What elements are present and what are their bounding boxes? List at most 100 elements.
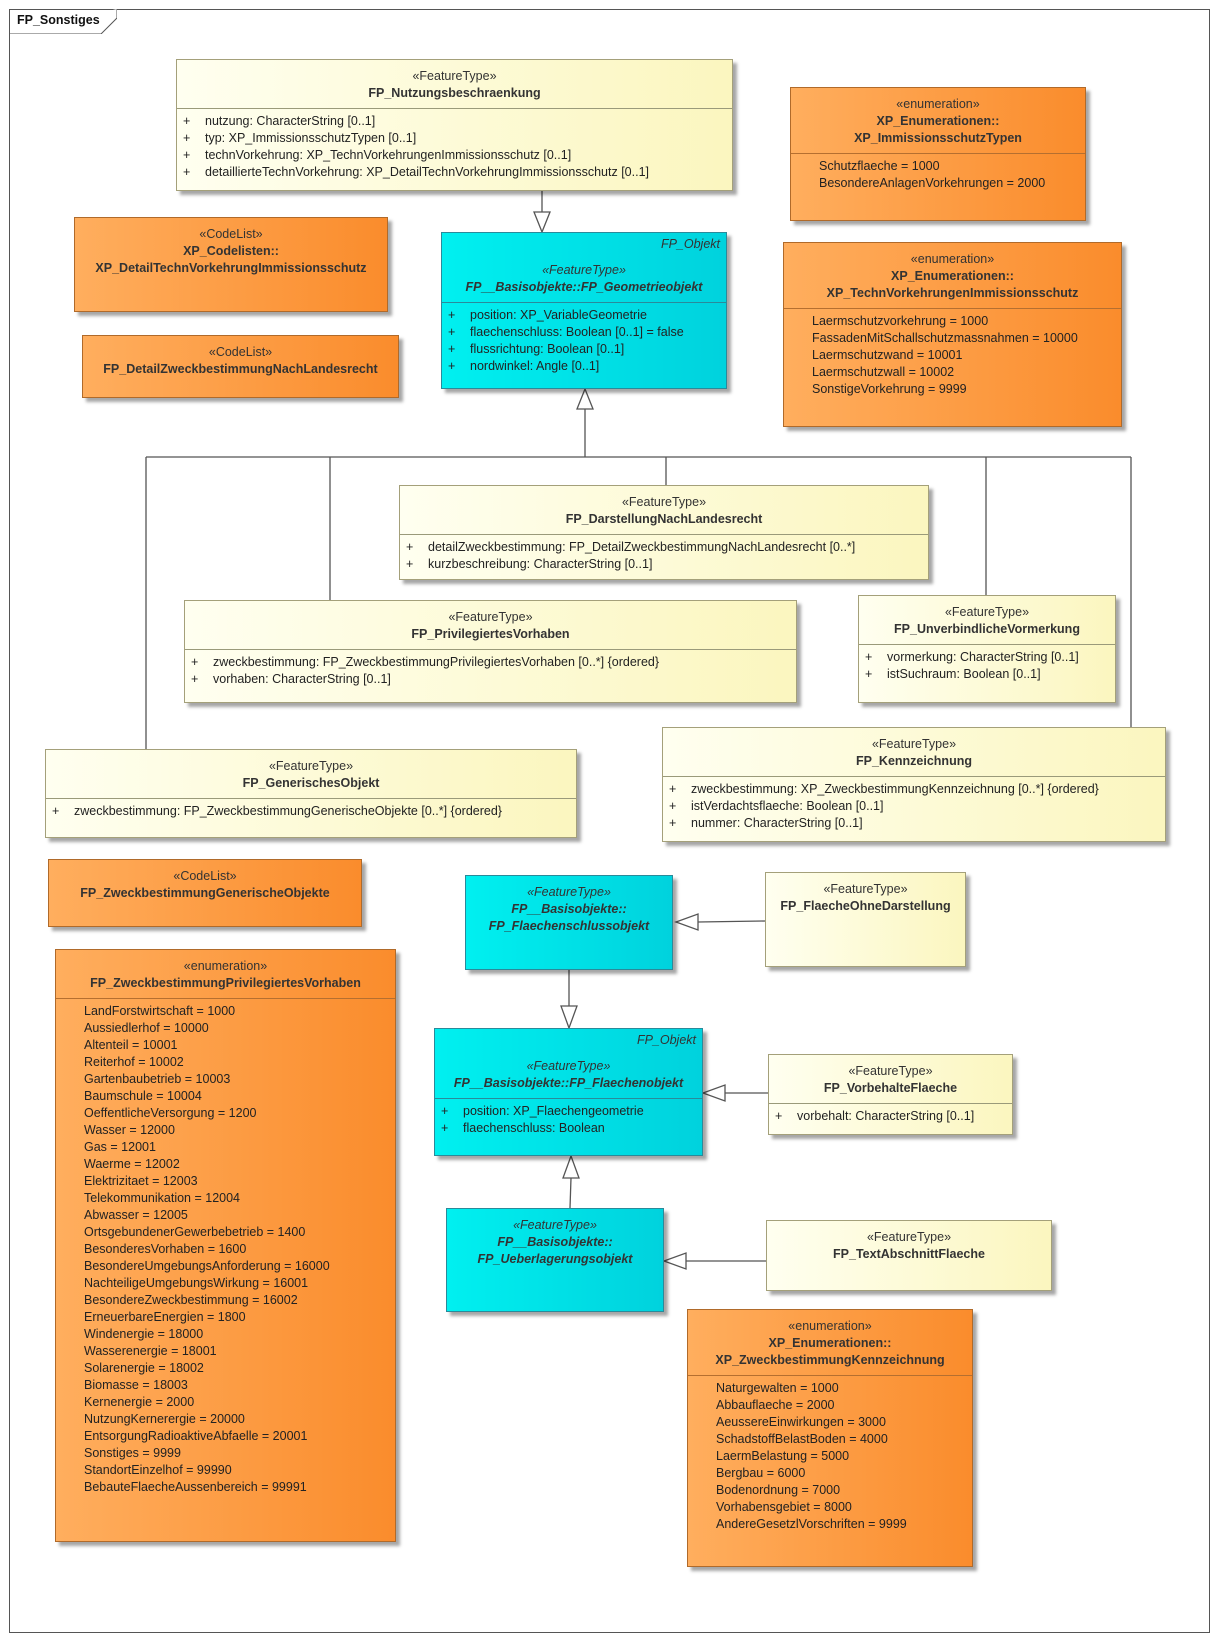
enum-literal: Laermschutzwall = 10002 (812, 365, 955, 379)
enum-literal: Altenteil = 10001 (84, 1038, 178, 1052)
attribute-row: +istVerdachtsflaeche: Boolean [0..1] (669, 799, 884, 813)
attribute-row: +nutzung: CharacterString [0..1] (183, 114, 376, 128)
stereotype-label: «FeatureType» (823, 882, 908, 896)
class-name-line2: XP_ImmissionsschutzTypen (854, 131, 1022, 145)
class-fp-flaechenobjekt[interactable]: FP_Objekt «FeatureType» FP__Basisobjekte… (434, 1028, 703, 1156)
enum-literal: LaermBelastung = 5000 (716, 1449, 850, 1463)
gen-arrow-schluss (560, 1005, 578, 1030)
enum-literal: Vorhabensgebiet = 8000 (716, 1500, 852, 1514)
attribute-row: +istSuchraum: Boolean [0..1] (865, 667, 1041, 681)
attribute-row: +position: XP_Flaechengeometrie (441, 1104, 644, 1118)
enum-literal: Schutzflaeche = 1000 (819, 159, 940, 173)
class-fp-unverbindlichevormerkung[interactable]: «FeatureType» FP_UnverbindlicheVormerkun… (858, 595, 1116, 703)
class-fp-flaecheohnedarstellung[interactable]: «FeatureType» FP_FlaecheOhneDarstellung (765, 872, 966, 967)
gen-arrow-nutzung (533, 211, 551, 234)
class-fp-geometrieobjekt[interactable]: FP_Objekt «FeatureType» FP__Basisobjekte… (441, 232, 727, 389)
class-fp-ueberlagerungsobjekt[interactable]: «FeatureType» FP__Basisobjekte:: FP_Uebe… (446, 1208, 664, 1312)
class-fp-textabschnittflaeche[interactable]: «FeatureType» FP_TextAbschnittFlaeche (766, 1220, 1052, 1291)
stereotype-label: «FeatureType» (871, 737, 957, 751)
attribute-compartment: +detailZweckbestimmung: FP_DetailZweckbe… (400, 535, 928, 573)
codelist-fp-zweckbestimmunggenerischeobjekte[interactable]: «CodeList» FP_ZweckbestimmungGenerischeO… (48, 859, 362, 927)
attribute-row: +detaillierteTechnVorkehrung: XP_DetailT… (183, 165, 649, 179)
gen-line-ueberlagerung (569, 1177, 572, 1209)
enum-literal: Elektrizitaet = 12003 (84, 1174, 198, 1188)
frame-tab: FP_Sonstiges (9, 9, 117, 34)
stereotype-label: «FeatureType» (526, 1059, 611, 1073)
class-fp-kennzeichnung[interactable]: «FeatureType» FP_Kennzeichnung +zweckbes… (662, 727, 1166, 842)
enum-xp-immissionsschutztypen[interactable]: «enumeration» XP_Enumerationen:: XP_Immi… (790, 87, 1086, 221)
literal-compartment: Laermschutzvorkehrung = 1000 FassadenMit… (784, 309, 1121, 398)
attribute-row: +detailZweckbestimmung: FP_DetailZweckbe… (406, 540, 856, 554)
enum-literal: SonstigeVorkehrung = 9999 (812, 382, 967, 396)
enum-xp-zweckbestimmungkennzeichnung[interactable]: «enumeration» XP_Enumerationen:: XP_Zwec… (687, 1309, 973, 1567)
enum-literal: Waerme = 12002 (84, 1157, 180, 1171)
enum-literal: AeussereEinwirkungen = 3000 (716, 1415, 886, 1429)
class-fp-vorbehalteflaeche[interactable]: «FeatureType» FP_VorbehalteFlaeche +vorb… (768, 1054, 1013, 1135)
frame-title: FP_Sonstiges (17, 13, 100, 27)
stereotype-label: «enumeration» (183, 959, 268, 973)
class-name: FP_ZweckbestimmungPrivilegiertesVorhaben (90, 976, 361, 990)
enum-literal: OrtsgebundenerGewerbebetrieb = 1400 (84, 1225, 306, 1239)
attribute-compartment: +vorbehalt: CharacterString [0..1] (769, 1104, 1012, 1125)
parent-note: FP_Objekt (660, 237, 720, 251)
attribute-row: +flussrichtung: Boolean [0..1] (448, 342, 625, 356)
class-fp-privilegiertesvorhaben[interactable]: «FeatureType» FP_PrivilegiertesVorhaben … (184, 600, 797, 703)
enum-literal: Aussiedlerhof = 10000 (84, 1021, 209, 1035)
enum-literal: BesondereZweckbestimmung = 16002 (84, 1293, 298, 1307)
class-name: FP_DarstellungNachLandesrecht (565, 512, 763, 526)
gen-arrow-ueberlagerung (562, 1154, 580, 1179)
attribute-row: +technVorkehrung: XP_TechnVorkehrungenIm… (183, 148, 572, 162)
class-name: FP__Basisobjekte::FP_Flaechenobjekt (453, 1076, 684, 1090)
stereotype-label: «enumeration» (788, 1319, 872, 1333)
enum-literal: NutzungKernerergie = 20000 (84, 1412, 245, 1426)
codelist-xp-detailtechnvorkehrung[interactable]: «CodeList» XP_Codelisten:: XP_DetailTech… (74, 217, 388, 312)
stereotype-label: «CodeList» (173, 869, 237, 883)
attribute-compartment: +zweckbestimmung: XP_ZweckbestimmungKenn… (663, 777, 1165, 832)
enum-literal: Kernenergie = 2000 (84, 1395, 195, 1409)
enum-literal: Reiterhof = 10002 (84, 1055, 184, 1069)
class-name-line2: XP_TechnVorkehrungenImmissionsschutz (826, 286, 1079, 300)
class-name-line2: XP_ZweckbestimmungKennzeichnung (715, 1353, 945, 1367)
enum-literal: Laermschutzvorkehrung = 1000 (812, 314, 989, 328)
class-fp-nutzungsbeschraenkung[interactable]: «FeatureType» FP_Nutzungsbeschraenkung +… (176, 59, 733, 191)
class-name: FP_ZweckbestimmungGenerischeObjekte (80, 886, 330, 900)
enum-literal: Gartenbaubetrieb = 10003 (84, 1072, 231, 1086)
class-fp-flaechenschlussobjekt[interactable]: «FeatureType» FP__Basisobjekte:: FP_Flae… (465, 875, 673, 970)
gen-arrow-vorbehalt (701, 1084, 726, 1102)
class-name-line2: FP_Flaechenschlussobjekt (488, 919, 650, 933)
enum-literal: ErneuerbareEnergien = 1800 (84, 1310, 246, 1324)
enum-literal: Telekommunikation = 12004 (84, 1191, 240, 1205)
class-fp-generischesobjekt[interactable]: «FeatureType» FP_GenerischesObjekt +zwec… (45, 749, 577, 838)
enum-literal: Abwasser = 12005 (84, 1208, 188, 1222)
enum-literal: FassadenMitSchallschutzmassnahmen = 1000… (812, 331, 1078, 345)
class-name-line1: XP_Enumerationen:: (768, 1336, 892, 1350)
attribute-row: +vormerkung: CharacterString [0..1] (865, 650, 1079, 664)
class-fp-darstellungnachlandesrecht[interactable]: «FeatureType» FP_DarstellungNachLandesre… (399, 485, 929, 580)
attribute-compartment: +zweckbestimmung: FP_ZweckbestimmungPriv… (185, 650, 796, 688)
gen-line-ohne (697, 920, 766, 923)
enum-fp-zweckbestimmungprivilegiertesvorhaben[interactable]: «enumeration» FP_ZweckbestimmungPrivileg… (55, 949, 396, 1542)
class-name: FP_VorbehalteFlaeche (823, 1081, 958, 1095)
class-name-line1: XP_Enumerationen:: (891, 269, 1014, 283)
attribute-compartment: +position: XP_VariableGeometrie +flaeche… (442, 303, 726, 375)
class-name-line1: XP_Codelisten:: (183, 244, 279, 258)
attribute-compartment: +position: XP_Flaechengeometrie +flaeche… (435, 1099, 702, 1137)
attribute-row: +zweckbestimmung: FP_ZweckbestimmungGene… (52, 804, 502, 818)
attribute-row: +kurzbeschreibung: CharacterString [0..1… (406, 557, 653, 571)
enum-literal: BesondereAnlagenVorkehrungen = 2000 (819, 176, 1046, 190)
enum-literal: NachteiligeUmgebungsWirkung = 16001 (84, 1276, 309, 1290)
stereotype-label: «FeatureType» (944, 605, 1030, 619)
gen-arrow-geometrie (576, 387, 594, 410)
stereotype-label: «FeatureType» (527, 885, 611, 899)
enum-literal: Solarenergie = 18002 (84, 1361, 204, 1375)
codelist-fp-detailzweckbestimmung[interactable]: «CodeList» FP_DetailZweckbestimmungNachL… (82, 335, 399, 398)
enum-xp-technvorkehrungen[interactable]: «enumeration» XP_Enumerationen:: XP_Tech… (783, 242, 1122, 427)
stereotype-label: «FeatureType» (448, 610, 533, 624)
class-name: FP_FlaecheOhneDarstellung (780, 899, 951, 913)
enum-literal: BebauteFlaecheAussenbereich = 99991 (84, 1480, 307, 1494)
attribute-row: +flaechenschluss: Boolean (441, 1121, 605, 1135)
enum-literal: Abbauflaeche = 2000 (716, 1398, 835, 1412)
enum-literal: Laermschutzwand = 10001 (812, 348, 963, 362)
